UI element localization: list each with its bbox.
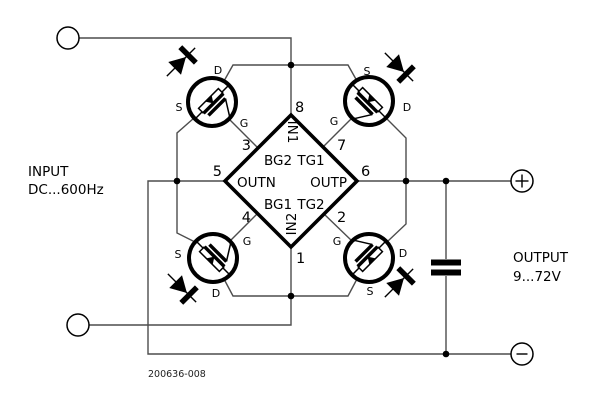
mosfet-bottom-right-drain-label: D	[399, 247, 407, 260]
mosfet-top-left-source-label: S	[176, 101, 183, 114]
terminal-input-top	[56, 26, 80, 50]
pin-name-outn: OUTN	[237, 175, 276, 191]
pin-name-bg2: BG2	[264, 153, 292, 169]
mosfet-top-right-source-label: S	[364, 65, 371, 78]
mosfet-top-left-gate-label: G	[240, 117, 249, 130]
wire-gate-bottom-right	[323, 213, 353, 242]
pin-name-tg1: TG1	[296, 153, 324, 169]
mosfet-top-left-drain-label: D	[214, 64, 222, 77]
wire-input-top-to-in1	[79, 37, 292, 115]
mosfet-top-right-gate-label: G	[330, 115, 339, 128]
figure-number: 200636-008	[148, 369, 206, 380]
pin-number-3: 3	[242, 138, 251, 154]
junction-outp-cap	[442, 177, 450, 185]
pin-name-outp: OUTP	[310, 175, 347, 191]
wires	[79, 37, 511, 355]
input-label-line1: INPUT	[28, 164, 69, 180]
pin-number-7: 7	[337, 138, 346, 154]
mosfet-top-right-drain-label: D	[403, 101, 411, 114]
pin-name-bg1: BG1	[264, 197, 292, 213]
pin-name-in1: IN1	[284, 121, 300, 144]
junction-minus-cap	[442, 350, 450, 358]
pin-number-1: 1	[296, 251, 305, 267]
wire-outn-to-minus	[147, 180, 511, 355]
bridge-controller-ic	[222, 112, 360, 250]
junction-dots	[173, 61, 450, 358]
wire-gate-bottom-left	[229, 213, 258, 242]
wire-gate-top-right	[322, 117, 353, 148]
junction-outp-rail	[402, 177, 410, 185]
pin-number-8: 8	[295, 100, 304, 116]
input-label-line2: DC...600Hz	[28, 182, 104, 198]
wire-gate-top-left	[228, 118, 259, 149]
body-diode-top-left-icon	[159, 40, 203, 84]
pin-number-5: 5	[213, 164, 222, 180]
pin-name-tg2: TG2	[296, 197, 324, 213]
junction-in2	[287, 292, 295, 300]
pin-number-6: 6	[361, 164, 370, 180]
mosfet-bottom-left-gate-label: G	[243, 235, 252, 248]
mosfet-bottom-left-drain-label: D	[212, 287, 220, 300]
junction-outn	[173, 177, 181, 185]
output-label-line2: 9...72V	[513, 269, 562, 285]
terminal-input-bottom	[66, 313, 90, 337]
mosfet-bottom-left-source-label: S	[175, 248, 182, 261]
capacitor	[431, 259, 461, 276]
mosfet-bottom-right-source-label: S	[367, 285, 374, 298]
wire-input-bottom-to-in2	[89, 248, 292, 326]
mosfet-bottom-right-gate-label: G	[333, 235, 342, 248]
pin-number-2: 2	[337, 210, 346, 226]
plus-icon	[515, 174, 529, 188]
junction-in1	[287, 61, 295, 69]
wire-drain-rail-right	[385, 117, 407, 242]
output-label-line1: OUTPUT	[513, 250, 569, 266]
pin-number-4: 4	[242, 210, 251, 226]
pin-name-in2: IN2	[284, 213, 300, 236]
